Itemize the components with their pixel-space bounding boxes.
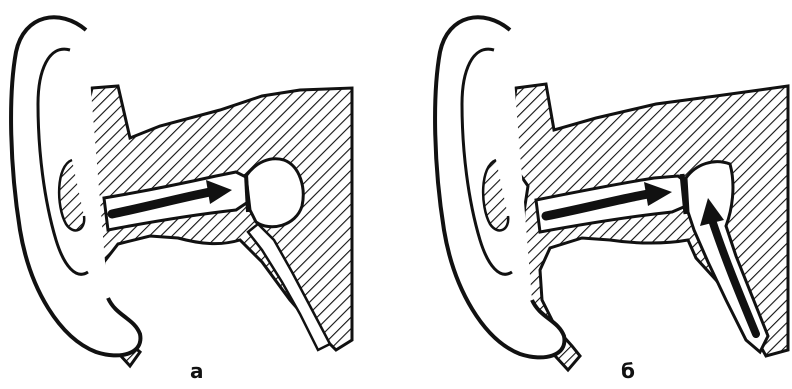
- figure-a: а: [0, 0, 396, 389]
- ear-diagram-a: [0, 0, 396, 389]
- panel-label-a: а: [190, 359, 204, 383]
- panel-label-b: б: [621, 359, 635, 383]
- ear-diagram-b: [396, 0, 792, 389]
- middle-ear-cavity: [246, 159, 303, 227]
- eardrum: [246, 174, 248, 212]
- figure-b: б: [396, 0, 792, 389]
